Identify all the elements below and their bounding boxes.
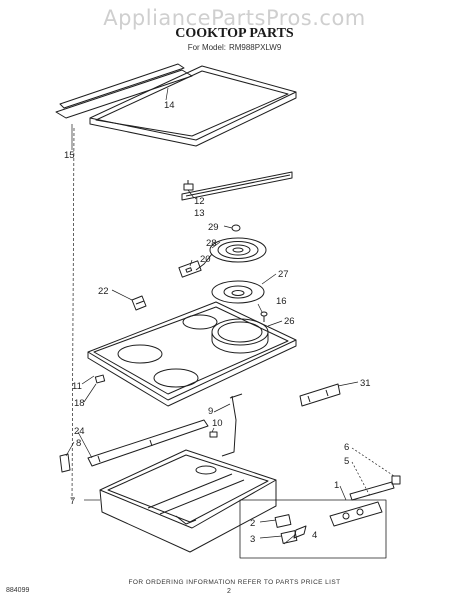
trim-clip — [183, 180, 194, 191]
side-bracket — [299, 383, 341, 407]
callout-7: 7 — [70, 496, 75, 507]
callout-4: 4 — [312, 530, 317, 541]
burner-box — [99, 449, 277, 553]
callout-20: 20 — [200, 254, 211, 265]
infinite-switch — [274, 514, 298, 544]
callout-11: 11 — [72, 381, 82, 392]
model-number: RM988PXLW9 — [228, 43, 282, 52]
screw — [260, 311, 268, 322]
callout-16: 16 — [276, 296, 287, 307]
callout-6: 6 — [344, 442, 349, 453]
callout-24: 24 — [74, 426, 85, 437]
page-number: 2 — [227, 588, 231, 595]
top-clip — [94, 374, 106, 384]
trim-strip-front — [181, 171, 293, 201]
callout-28: 28 — [206, 238, 217, 249]
watermark: AppliancePartsPros.com — [103, 6, 366, 30]
callout-10: 10 — [212, 418, 223, 429]
callout-13: 13 — [194, 208, 205, 219]
callout-12: 12 — [194, 196, 205, 207]
terminal-plate — [329, 501, 383, 527]
document-id: 884099 — [6, 587, 30, 594]
front-rail — [87, 419, 209, 467]
callout-9: 9 — [208, 406, 213, 417]
callout-8: 8 — [76, 438, 81, 449]
callout-29: 29 — [208, 222, 219, 233]
callout-3: 3 — [250, 534, 255, 545]
cooktop-main-top — [87, 301, 297, 407]
rail-clip — [59, 453, 71, 473]
callout-2: 2 — [250, 518, 255, 529]
drip-pan — [211, 280, 265, 304]
surface-element — [195, 237, 267, 271]
callout-26: 26 — [284, 316, 295, 327]
ordering-note: FOR ORDERING INFORMATION REFER TO PARTS … — [128, 579, 341, 586]
support-rod — [221, 393, 243, 457]
callout-27: 27 — [278, 269, 289, 280]
callout-1: 1 — [334, 480, 339, 491]
callout-15: 15 — [64, 150, 75, 161]
callout-31: 31 — [360, 378, 371, 389]
callout-22: 22 — [98, 286, 109, 297]
trim-ring — [211, 318, 269, 354]
element-cap — [231, 224, 241, 232]
model-line: For Model:RM988PXLW9 — [0, 43, 469, 52]
rod-clip — [209, 431, 218, 438]
terminal-strip — [349, 475, 401, 501]
page-title: COOKTOP PARTS — [175, 26, 294, 41]
cooktop-frame — [89, 65, 297, 147]
switch-housing — [239, 499, 387, 559]
terminal-block — [178, 260, 202, 278]
callout-18: 18 — [74, 398, 85, 409]
model-label: For Model: — [187, 43, 226, 52]
callout-14: 14 — [164, 100, 175, 111]
callout-5: 5 — [344, 456, 349, 467]
mounting-bracket — [131, 295, 147, 311]
